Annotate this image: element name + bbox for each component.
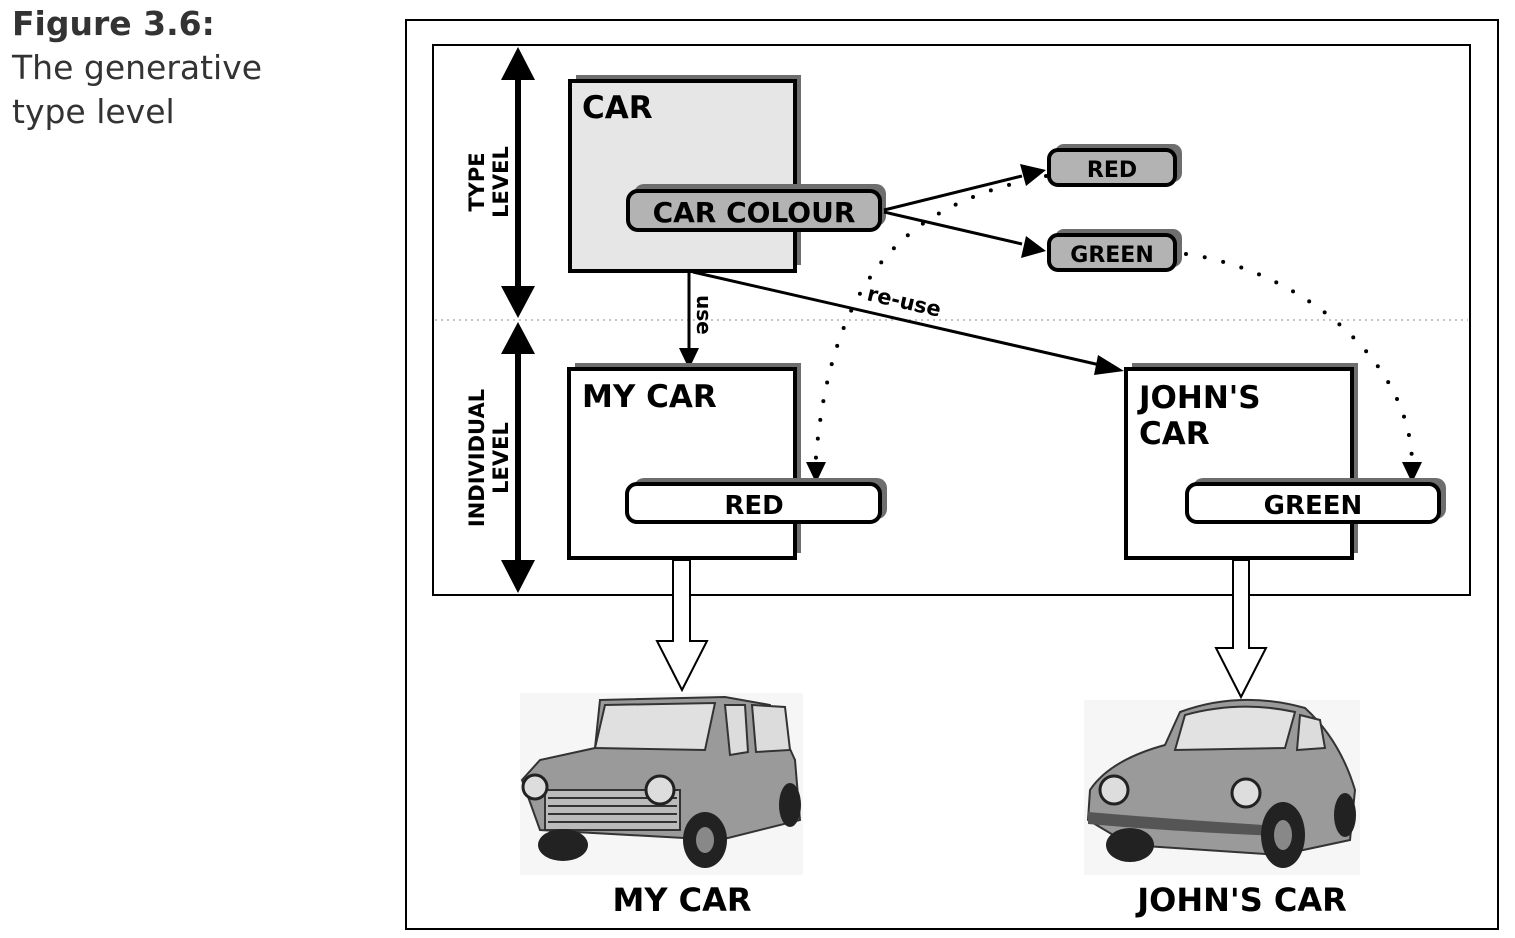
dotted-arrow-red	[813, 174, 1048, 472]
reuse-arrow-head	[1094, 355, 1124, 375]
individual-level-axis	[501, 322, 535, 593]
option-arrow-green-head	[1021, 236, 1046, 258]
instance-value-pill-red: RED	[625, 478, 887, 524]
type-box-car: CAR	[568, 75, 801, 273]
instance-title-line-1: JOHN'S	[1137, 380, 1261, 416]
figure-title-line-1: The generative	[12, 48, 263, 87]
individual-level-label-line-2: LEVEL	[489, 422, 513, 494]
johns-car-image-label: JOHN'S CAR	[1135, 881, 1347, 919]
individual-level-label: INDIVIDUAL LEVEL	[465, 389, 513, 527]
value-option-red: RED	[1047, 144, 1182, 187]
beetle-car-image	[1084, 698, 1360, 875]
attribute-pill-car-colour: CAR COLOUR	[626, 184, 886, 232]
figure-label: Figure 3.6:	[12, 4, 215, 43]
type-level-axis	[501, 47, 535, 318]
realization-arrow-johns-car	[1214, 559, 1268, 700]
option-arrow-red	[883, 174, 1023, 212]
instance-title: MY CAR	[582, 379, 717, 415]
my-car-image-label: MY CAR	[612, 881, 751, 919]
type-level-label: TYPE LEVEL	[465, 146, 513, 218]
instance-value-pill-green: GREEN	[1185, 478, 1446, 524]
instance-box-johns-car: JOHN'S CAR	[1124, 363, 1358, 560]
type-box-title: CAR	[582, 90, 653, 126]
option-arrow-green	[883, 210, 1023, 246]
instance-value-label: RED	[724, 491, 783, 521]
instance-value-label: GREEN	[1264, 491, 1363, 521]
type-level-label-line-2: LEVEL	[489, 146, 513, 218]
instance-title-line-2: CAR	[1139, 416, 1210, 452]
option-arrow-red-head	[1020, 164, 1046, 186]
individual-level-label-line-1: INDIVIDUAL	[465, 389, 489, 527]
type-level-label-line-1: TYPE	[465, 152, 489, 211]
value-option-green: GREEN	[1047, 229, 1182, 272]
figure-caption: Figure 3.6: The generative type level	[12, 2, 262, 134]
value-option-green-label: GREEN	[1070, 243, 1153, 268]
value-option-red-label: RED	[1087, 158, 1137, 183]
attribute-label: CAR COLOUR	[653, 196, 856, 229]
reuse-label: re-use	[865, 281, 943, 321]
reuse-arrow	[692, 270, 1101, 367]
use-label: use	[692, 295, 716, 335]
model-frame	[432, 44, 1471, 596]
figure-title-line-2: type level	[12, 92, 175, 131]
mini-car-image	[520, 693, 803, 875]
instance-box-my-car: MY CAR	[567, 363, 801, 560]
dotted-arrow-green-head	[1402, 462, 1422, 483]
outer-frame	[405, 19, 1499, 930]
realization-arrow-my-car	[655, 559, 709, 693]
use-arrow-head	[679, 348, 699, 369]
dotted-arrow-red-head	[806, 462, 826, 483]
